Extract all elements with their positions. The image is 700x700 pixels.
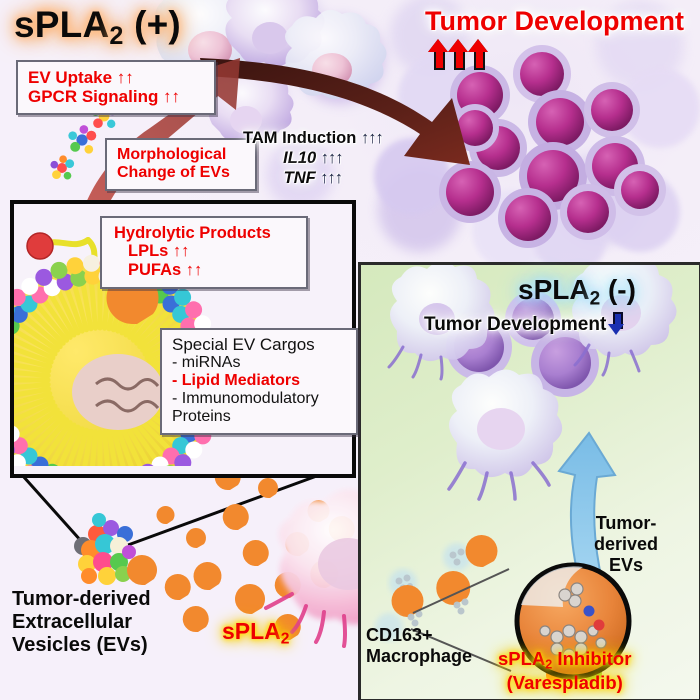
hydrolytic-products-box: Hydrolytic Products LPLs ↑↑ PUFAs ↑↑ — [100, 216, 308, 290]
inhibitor-line1-main: sPLA — [498, 648, 546, 669]
spla2-label-sub: 2 — [280, 630, 290, 648]
inhibitor-callout-lines — [410, 568, 512, 672]
title-right-sub: 2 — [589, 288, 601, 310]
inhibitor-line1-sub: 2 — [545, 657, 553, 672]
macrophages-right — [387, 265, 677, 501]
title-right-main: sPLA — [518, 274, 590, 305]
tumor-development-down-text: Tumor Development — [424, 314, 607, 335]
morphological-change-box: Morphological Change of EVs — [105, 138, 257, 191]
tam-line2-arrows: ↑↑↑ — [320, 149, 344, 168]
cargo-item-mirnas: - miRNAs — [172, 354, 241, 372]
special-ev-cargos-box: Special EV Cargos - miRNAs - Lipid Media… — [160, 328, 358, 435]
td-ev-line-2: Extracellular — [12, 611, 133, 634]
right-panel-art — [375, 265, 677, 684]
spla2-inhibitor-label: sPLA2 Inhibitor (Varespladib) — [498, 648, 631, 693]
tumor-cell-cluster — [439, 45, 666, 248]
hydrolytic-item-lpls: LPLs ↑↑ — [128, 242, 190, 261]
tumor-mass — [374, 45, 700, 276]
ev-uptake-line-2: GPCR Signaling ↑↑ — [28, 87, 181, 107]
td-ev-right-line-2: derived — [594, 534, 659, 555]
cargo-item-immunomodulatory: - Immunomodulatory — [172, 389, 319, 407]
tumor-derived-ev-label-left: Tumor-derived Extracellular Vesicles (EV… — [12, 588, 151, 658]
cd163-macrophage-label: CD163+ Macrophage — [366, 625, 472, 667]
page-title-right: sPLA2 (-) — [518, 274, 636, 310]
spla2-enzyme-label: sPLA2 — [222, 618, 290, 648]
tam-line1-text: TAM Induction — [243, 129, 357, 147]
inhibitor-line-2: (Varespladib) — [506, 671, 623, 693]
tumor-development-down-label: Tumor Development — [424, 312, 625, 336]
up-arrow-icon-1 — [430, 41, 445, 70]
td-ev-line-1: Tumor-derived — [12, 588, 151, 610]
title-right-tail: (-) — [600, 274, 636, 305]
ev-uptake-arrow-blue — [557, 431, 617, 603]
ev-uptake-line-1: EV Uptake ↑↑ — [28, 68, 134, 87]
morph-line-1: Morphological — [117, 146, 227, 163]
inhibitor-molecule-icon — [539, 582, 607, 662]
page-title-left: sPLA2 (+) — [14, 4, 181, 51]
tam-line2-text: IL10 — [283, 149, 317, 168]
ev-uptake-box: EV Uptake ↑↑ GPCR Signaling ↑↑ — [16, 60, 216, 116]
tumor-derived-ev-cluster-left — [74, 513, 136, 585]
up-arrow-icon-2 — [450, 41, 465, 70]
title-left-tail: (+) — [123, 4, 181, 45]
cargo-item-proteins: Proteins — [172, 407, 231, 425]
cd163-line-2: Macrophage — [366, 646, 473, 667]
up-arrow-icon-3 — [470, 41, 485, 70]
hydrolytic-title: Hydrolytic Products — [114, 224, 271, 242]
cargo-item-lipid-mediators: - Lipid Mediators — [172, 371, 300, 389]
spla2-negative-panel — [358, 262, 700, 700]
down-arrow-icon — [608, 312, 625, 335]
tam-line1-arrows: ↑↑↑ — [360, 129, 384, 147]
tam-line3-text: TNF — [283, 169, 316, 188]
cargo-heading: Special EV Cargos — [172, 335, 315, 354]
hydrolytic-item-pufas: PUFAs ↑↑ — [128, 260, 203, 279]
tumor-derived-ev-label-right: Tumor- derived EVs — [594, 513, 658, 576]
title-left-main: sPLA — [14, 4, 110, 45]
morph-line-2: Change of EVs — [117, 163, 230, 181]
inhibitor-line1-tail: Inhibitor — [552, 648, 632, 669]
tumor-development-text: Tumor Development — [425, 6, 685, 36]
tam-induction-group: TAM Induction ↑↑↑ IL10 ↑↑↑ TNF ↑↑↑ — [243, 128, 384, 188]
td-ev-line-3: Vesicles (EVs) — [12, 634, 148, 657]
inhibitor-magnifier — [514, 562, 632, 680]
cd163-line-1: CD163+ — [366, 625, 433, 645]
title-left-sub: 2 — [109, 22, 124, 51]
tam-line3-arrows: ↑↑↑ — [320, 169, 343, 188]
tumor-development-up-label: Tumor Development — [425, 6, 700, 70]
spla2-label-main: sPLA — [222, 618, 281, 644]
td-ev-right-line-1: Tumor- — [595, 513, 657, 533]
spla2-enzyme-scatter — [126, 464, 355, 641]
inhibited-spla2-enzymes — [375, 535, 498, 641]
td-ev-right-line-3: EVs — [609, 555, 644, 576]
